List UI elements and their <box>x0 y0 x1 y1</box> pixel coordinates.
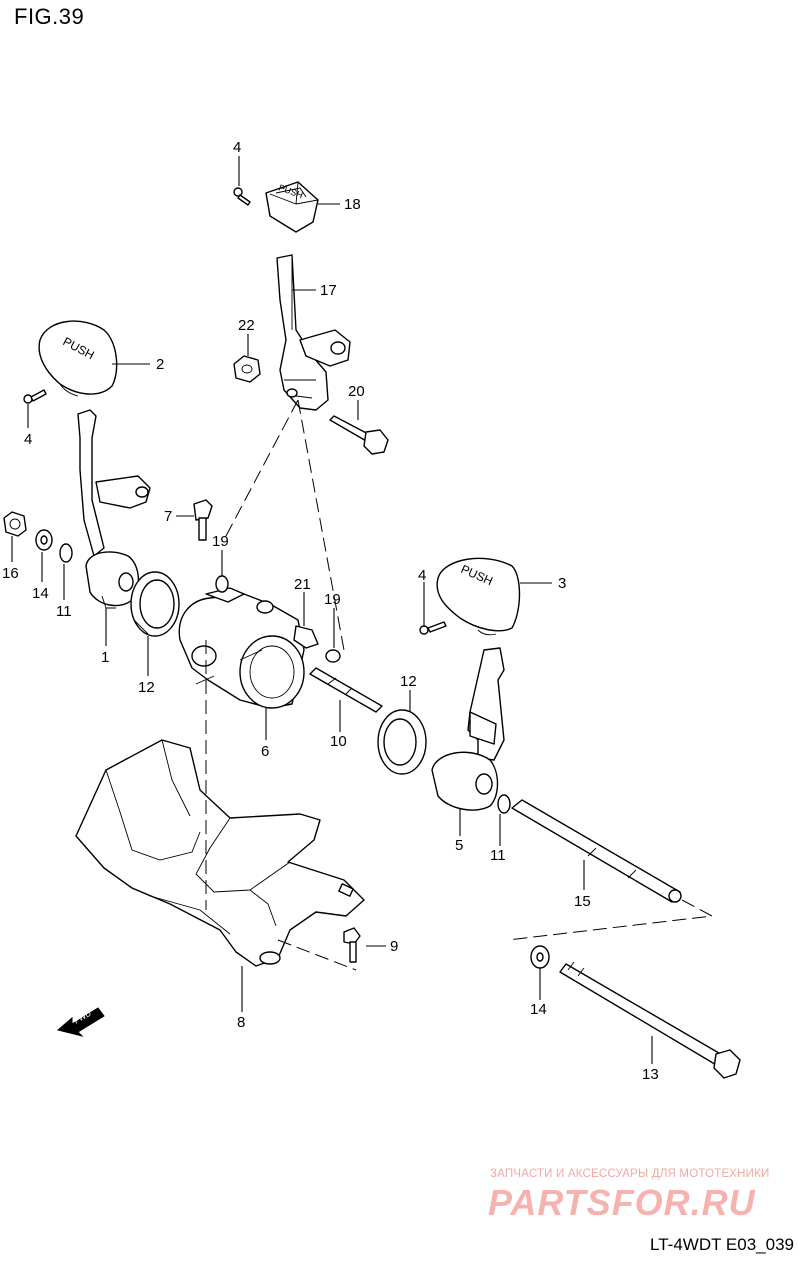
callout-9: 9 <box>390 938 398 955</box>
watermark-tagline: ЗАПЧАСТИ И АКСЕССУАРЫ ДЛЯ МОТОТЕХНИКИ <box>490 1168 770 1180</box>
part-5-shift-arm <box>431 647 505 811</box>
part-18-cap <box>265 181 319 233</box>
figure-title: FIG.39 <box>14 4 85 29</box>
part-14-washer-right <box>530 945 550 969</box>
callout-19: 19 <box>324 591 341 608</box>
callout-4: 4 <box>233 139 241 156</box>
callout-11: 11 <box>490 847 506 864</box>
part-11-clip-left <box>59 543 73 563</box>
part-4-screw-left <box>23 389 47 404</box>
part-12-seal-right <box>377 709 427 775</box>
callout-17: 17 <box>320 282 337 299</box>
part-15-shaft <box>511 799 682 903</box>
diagram-code: LT-4WDT E03_039 <box>650 1235 794 1254</box>
callout-14: 14 <box>32 585 49 602</box>
assembly-lines <box>205 399 714 971</box>
callout-4: 4 <box>418 567 426 584</box>
callout-15: 15 <box>574 893 591 910</box>
part-12-seal-left <box>130 571 180 637</box>
part-8-bracket <box>75 739 365 967</box>
part-7-bolt <box>193 499 213 541</box>
watermark-logo: PARTSFOR.RU <box>488 1182 756 1223</box>
part-20-bolt <box>329 415 389 455</box>
part-22-nut <box>233 355 261 383</box>
callout-11: 11 <box>56 603 72 620</box>
callout-10: 10 <box>330 733 347 750</box>
part-1-shift-arm <box>77 409 151 609</box>
part-4-screw-top <box>233 187 251 206</box>
callout-5: 5 <box>455 837 463 854</box>
part-11-clip-right <box>497 794 511 814</box>
leader-lines <box>11 156 653 1064</box>
callout-2: 2 <box>156 356 164 373</box>
callout-1: 1 <box>101 649 109 666</box>
part-10-shaft <box>309 667 383 713</box>
callout-22: 22 <box>238 317 255 334</box>
callout-16: 16 <box>2 565 19 582</box>
callout-7: 7 <box>164 508 172 525</box>
part-17-shift-arm <box>276 254 351 411</box>
part-19-clip-right <box>325 649 341 663</box>
part-6-housing <box>178 587 305 709</box>
callout-13: 13 <box>642 1066 659 1083</box>
part-13-long-bolt <box>559 961 741 1079</box>
callout-4: 4 <box>24 431 32 448</box>
callout-18: 18 <box>344 196 361 213</box>
callout-14: 14 <box>530 1001 547 1018</box>
callout-6: 6 <box>261 743 269 760</box>
callout-labels: 4 18 17 22 2 20 4 7 19 16 14 11 1 12 21 … <box>2 139 659 1083</box>
callout-19: 19 <box>212 533 229 550</box>
callout-20: 20 <box>348 383 365 400</box>
part-21-pin <box>293 625 319 649</box>
callout-12: 12 <box>138 679 155 696</box>
callout-8: 8 <box>237 1014 245 1031</box>
part-4-screw-right <box>419 621 447 635</box>
fwd-arrow-icon <box>56 1007 105 1037</box>
part-19-clip-left <box>215 575 229 593</box>
part-16-nut <box>3 511 27 537</box>
callout-21: 21 <box>294 576 311 593</box>
callout-3: 3 <box>558 575 566 592</box>
part-14-washer-left <box>35 529 53 551</box>
part-3-knob-right <box>436 557 521 636</box>
callout-12: 12 <box>400 673 417 690</box>
part-2-knob-left <box>38 320 118 397</box>
part-9-bolt <box>343 927 361 963</box>
